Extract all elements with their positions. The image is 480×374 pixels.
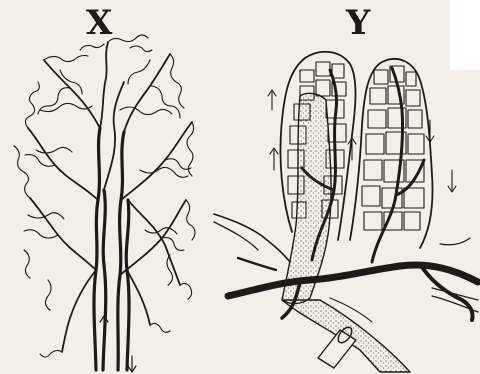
panel-x-label: X [86, 6, 112, 40]
stippled-vessel [282, 93, 331, 303]
panel-y-structure [214, 52, 478, 372]
panel-y-label: Y [346, 6, 370, 40]
dark-artery [228, 265, 478, 296]
panel-x-branches [28, 42, 192, 352]
panel-y-base-vessels [214, 214, 478, 368]
panel-x-network [14, 35, 195, 372]
